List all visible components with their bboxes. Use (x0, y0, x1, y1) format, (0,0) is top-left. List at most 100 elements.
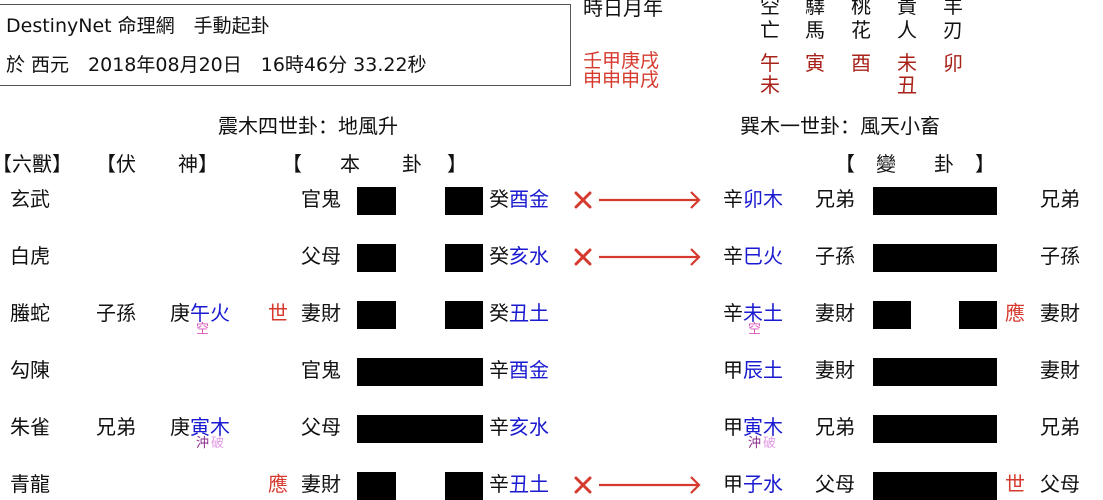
relation-label: 妻財 (301, 472, 341, 496)
beast-label: 青龍 (10, 472, 50, 496)
liushou-header: 【六獸】 (0, 152, 72, 176)
yin-line-left (357, 244, 396, 272)
changed-branch: 卯木 (743, 187, 783, 211)
changed-relation: 兄弟 (815, 187, 855, 211)
shensha-value: 寅 (805, 51, 825, 75)
main-hexagram-title: 震木四世卦：地風升 (218, 114, 398, 138)
changed-yang-line (873, 415, 997, 443)
right-arrow-icon (574, 191, 701, 209)
changed-branch: 子水 (743, 472, 783, 496)
yin-line-right (445, 187, 483, 215)
changed-branch: 辰土 (743, 358, 783, 382)
shensha-value: 午 (760, 51, 780, 75)
header-datetime: 於 西元 2018年08月20日 16時46分 33.22秒 (6, 54, 427, 76)
shensha-value: 未 (897, 51, 917, 75)
changed-stem: 甲 (723, 472, 743, 496)
shensha-name-char: 刃 (943, 18, 963, 42)
shensha-name-char: 馬 (805, 18, 825, 42)
relation-label: 父母 (301, 415, 341, 439)
header-box: DestinyNet 命理網 手動起卦 於 西元 2018年08月20日 16時… (0, 4, 571, 86)
right-relation: 兄弟 (1040, 415, 1080, 439)
changed-stem: 辛 (723, 187, 743, 211)
shensha-value: 卯 (943, 51, 963, 75)
relation-label: 官鬼 (301, 358, 341, 382)
stem: 癸 (489, 187, 509, 211)
fushen-stem: 庚 (170, 415, 190, 439)
fushen-header-open: 【伏 (96, 152, 136, 176)
beast-label: 朱雀 (10, 415, 50, 439)
shensha-value: 酉 (851, 51, 871, 75)
ben-gua-ben: 本 (340, 152, 360, 176)
shi-ying-marker: 世 (268, 301, 288, 325)
fushen-note: 空 (196, 322, 210, 337)
right-relation: 父母 (1040, 472, 1080, 496)
fushen-header-close: 神】 (178, 152, 218, 176)
branch: 亥水 (509, 244, 549, 268)
moving-line-arrow (573, 474, 703, 496)
changed-stem: 辛 (723, 244, 743, 268)
yin-line-right (445, 301, 483, 329)
yin-line-left (357, 472, 396, 500)
ben-gua-close: 】 (447, 152, 467, 176)
changed-branch: 寅木 (743, 415, 783, 439)
right-relation: 妻財 (1040, 301, 1080, 325)
stem: 癸 (489, 301, 509, 325)
beast-label: 玄武 (10, 187, 50, 211)
changed-relation: 兄弟 (815, 415, 855, 439)
changed-branch: 未土 (743, 301, 783, 325)
shensha-name-char: 貴 (897, 0, 917, 18)
right-relation: 妻財 (1040, 358, 1080, 382)
right-arrow-icon (574, 476, 701, 494)
shensha-name-char: 人 (897, 18, 917, 42)
right-arrow-icon (574, 248, 701, 266)
fushen-relation: 子孫 (96, 301, 136, 325)
changed-relation: 子孫 (815, 244, 855, 268)
stem: 癸 (489, 244, 509, 268)
fushen-branch: 寅木 (190, 415, 230, 439)
branch: 酉金 (509, 187, 549, 211)
ben-gua-open: 【 (282, 152, 302, 176)
stem: 辛 (489, 358, 509, 382)
beast-label: 螣蛇 (10, 301, 50, 325)
changed-yang-line (873, 187, 997, 215)
changed-note: 沖 (748, 436, 762, 451)
bian-gua-open: 【 (835, 152, 855, 176)
changed-hexagram-title: 巽木一世卦：風天小畜 (740, 114, 940, 138)
fushen-note: 破 (211, 436, 225, 451)
shensha-value: 丑 (897, 73, 917, 97)
yin-line-right (445, 472, 483, 500)
shensha-name-char: 羊 (943, 0, 963, 18)
header-title: DestinyNet 命理網 手動起卦 (6, 15, 270, 37)
changed-relation: 妻財 (815, 358, 855, 382)
bian-gua-gua: 卦 (934, 152, 954, 176)
branch: 酉金 (509, 358, 549, 382)
pillars-stems: 壬甲庚戌 (583, 50, 660, 72)
changed-yang-line (873, 472, 997, 500)
relation-label: 官鬼 (301, 187, 341, 211)
ben-gua-gua: 卦 (402, 152, 422, 176)
stem: 辛 (489, 415, 509, 439)
relation-label: 父母 (301, 244, 341, 268)
fushen-note: 沖 (196, 436, 210, 451)
yang-line (357, 415, 483, 443)
right-relation: 子孫 (1040, 244, 1080, 268)
yang-line (357, 358, 483, 386)
changed-stem: 甲 (723, 415, 743, 439)
changed-stem: 甲 (723, 358, 743, 382)
shensha-name-char: 空 (760, 0, 780, 18)
branch: 丑土 (509, 301, 549, 325)
stem: 辛 (489, 472, 509, 496)
shensha-name-char: 亡 (760, 18, 780, 42)
branch: 亥水 (509, 415, 549, 439)
changed-note: 空 (748, 322, 762, 337)
shensha-value: 未 (760, 73, 780, 97)
changed-stem: 辛 (723, 301, 743, 325)
fushen-relation: 兄弟 (96, 415, 136, 439)
changed-yang-line (873, 358, 997, 386)
bian-gua-close: 】 (975, 152, 995, 176)
fushen-branch: 午火 (190, 301, 230, 325)
changed-shi-ying-marker: 世 (1005, 472, 1025, 496)
shensha-name-char: 花 (851, 18, 871, 42)
yin-line-left (357, 187, 396, 215)
shi-ying-marker: 應 (268, 472, 288, 496)
